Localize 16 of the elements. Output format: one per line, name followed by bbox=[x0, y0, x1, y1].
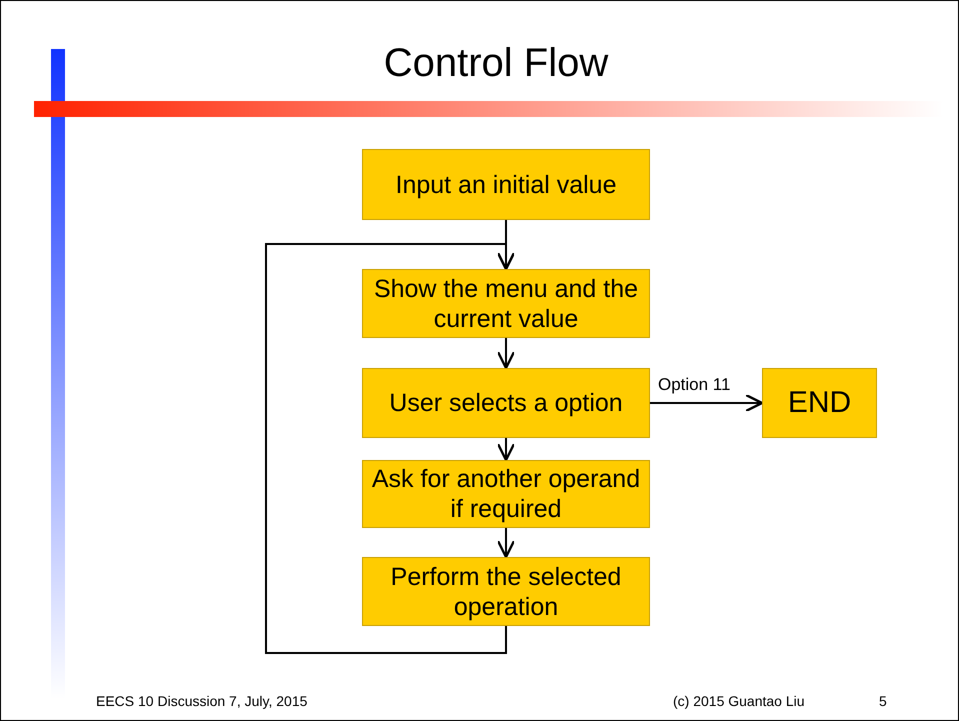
footer-text: (c) 2015 Guantao Liu bbox=[673, 693, 805, 709]
process-box: Perform the selected operation bbox=[362, 557, 650, 626]
process-box: Show the menu and the current value bbox=[362, 269, 650, 338]
arrow bbox=[496, 528, 516, 558]
process-box: END bbox=[762, 368, 877, 438]
process-box: Ask for another operand if required bbox=[362, 460, 650, 528]
edge-label: Option 11 bbox=[658, 375, 730, 395]
arrow bbox=[496, 338, 516, 370]
footer-text: 5 bbox=[879, 693, 887, 709]
arrow bbox=[496, 438, 516, 462]
slide-title: Control Flow bbox=[382, 41, 610, 86]
footer-text: EECS 10 Discussion 7, July, 2015 bbox=[96, 693, 308, 709]
process-box: Input an initial value bbox=[362, 149, 650, 220]
process-box: User selects a option bbox=[362, 368, 650, 438]
arrow bbox=[265, 243, 516, 654]
arrow bbox=[650, 394, 764, 412]
